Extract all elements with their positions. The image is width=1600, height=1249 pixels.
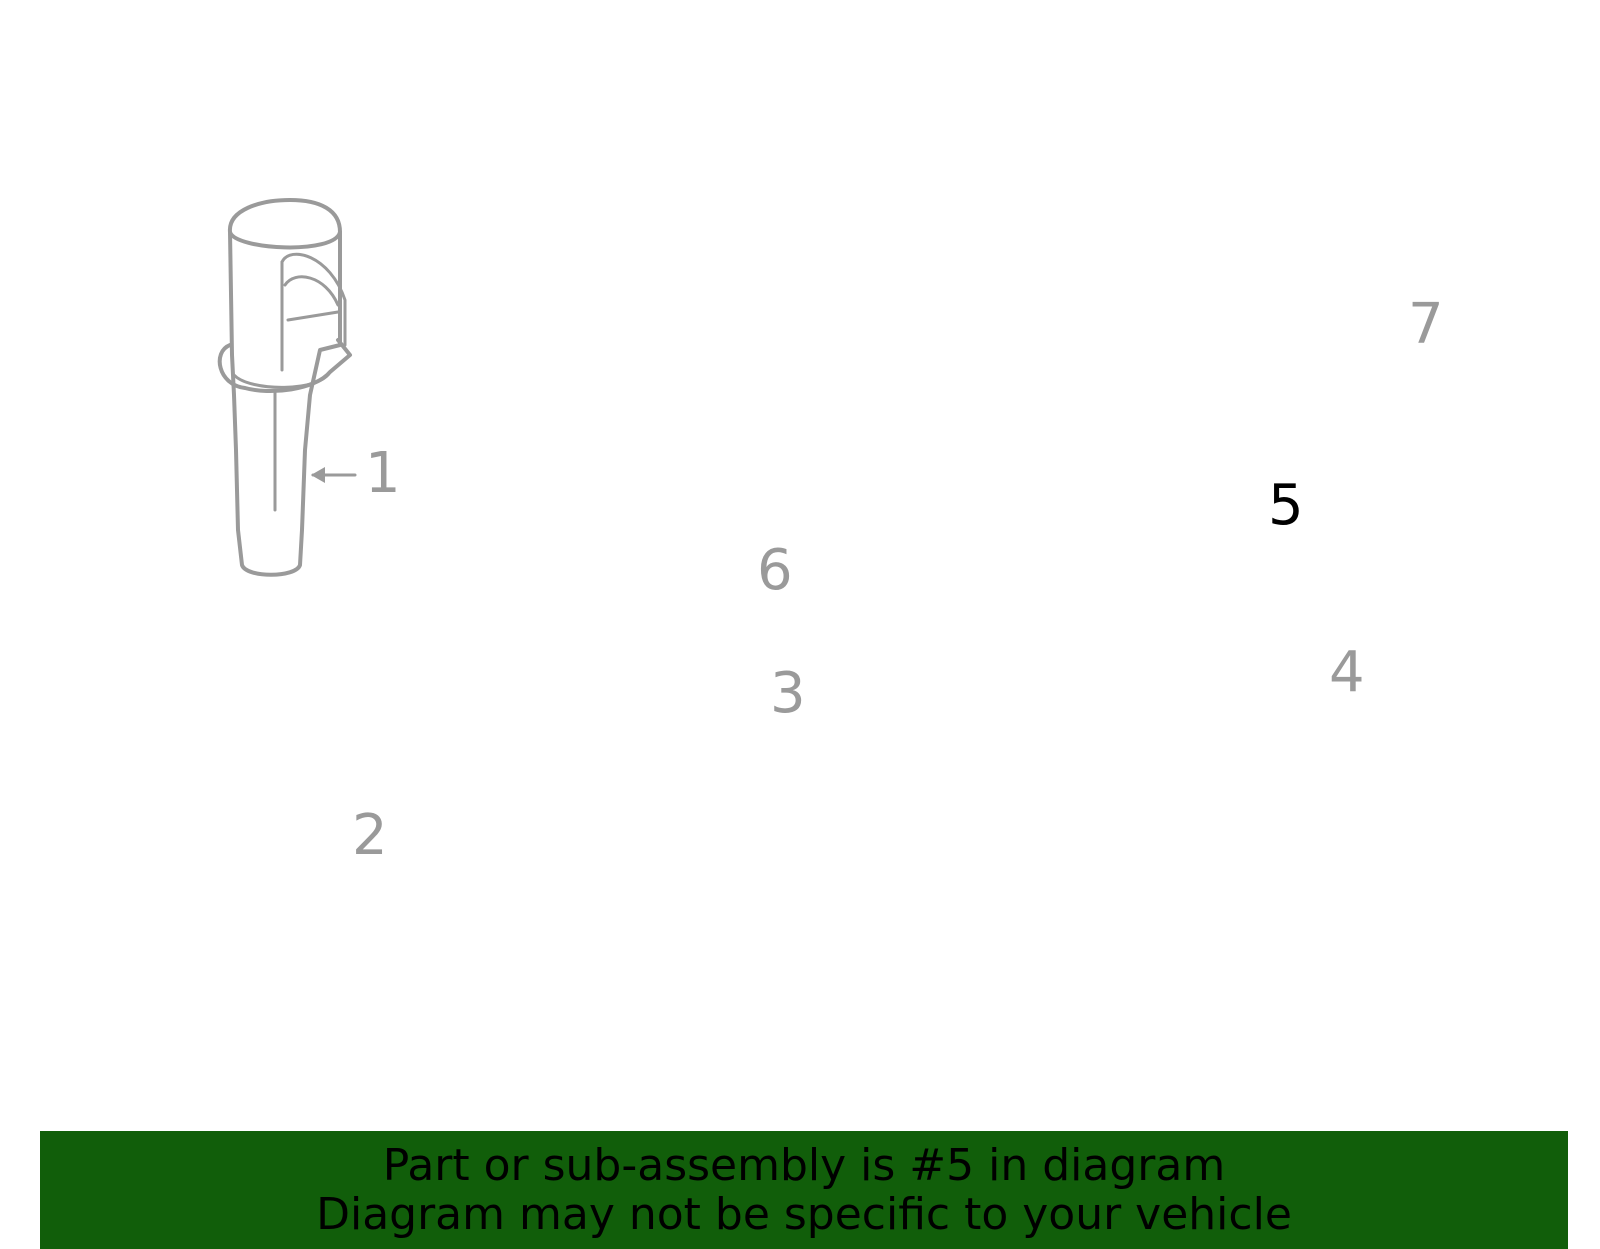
ignition-coil-icon[interactable] — [217, 198, 357, 577]
banner-line-part: Part or sub-assembly is #5 in diagram — [382, 1140, 1226, 1191]
callout-4[interactable]: 4 — [1329, 640, 1365, 705]
callout-6[interactable]: 6 — [757, 538, 793, 603]
info-banner: Part or sub-assembly is #5 in diagram Di… — [40, 1131, 1568, 1249]
callout-7[interactable]: 7 — [1408, 292, 1444, 357]
callout-5[interactable]: 5 — [1268, 473, 1304, 538]
callout-2[interactable]: 2 — [352, 803, 388, 868]
callout-1[interactable]: 1 — [365, 441, 401, 506]
banner-line-disclaimer: Diagram may not be specific to your vehi… — [316, 1189, 1292, 1240]
callout-3[interactable]: 3 — [770, 661, 806, 726]
